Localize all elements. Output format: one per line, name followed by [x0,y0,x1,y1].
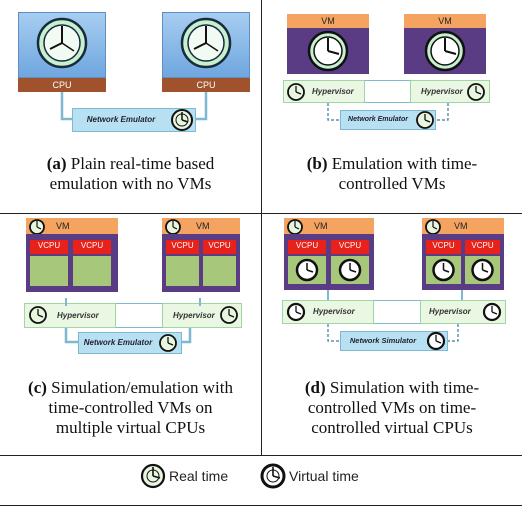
panel-d-caption-line1: Simulation with time- [329,378,480,397]
panel-d-vcpu-4: VCPU [465,240,500,254]
panel-c-vcpu-4: VCPU [203,240,236,254]
panel-c-vcpu-1: VCPU [30,240,68,254]
panel-c-vm-right: VM [162,218,240,234]
real-time-clock-icon [171,109,193,131]
panel-d-vcpu-1: VCPU [288,240,326,254]
panel-c-caption-line3: multiple virtual CPUs [55,418,206,437]
panel-d-vcpu-4-body [465,256,500,284]
virtual-time-clock-icon [482,302,502,322]
panel-a-caption-line2: emulation with no VMs [49,174,212,193]
panel-c-connectors [64,298,201,344]
virtual-time-clock-icon [432,258,455,282]
panel-b-letter: (b) [306,154,328,173]
panel-c-vcpu-1-body [30,256,68,286]
panel-b-hypervisor-left: Hypervisor [283,80,365,103]
panel-a-caption-line1: Plain real-time based [70,154,215,173]
panel-a-caption: (a) Plain real-time based emulation with… [0,154,261,194]
vertical-divider [261,0,262,455]
virtual-time-clock-icon [424,30,466,72]
panel-d-caption: (d) Simulation with time- controlled VMs… [262,378,522,438]
panel-c-vcpu-2: VCPU [73,240,111,254]
panel-d-connectors [327,290,463,342]
real-time-clock-icon [165,219,181,235]
panel-b-network-emulator: Network Emulator [340,110,436,130]
virtual-time-clock-icon [286,302,306,322]
panel-b-vm-right: VM [404,14,486,28]
panel-d-vcpu-3: VCPU [426,240,461,254]
legend-top-rule [0,455,522,456]
panel-b-vm-left: VM [287,14,369,28]
panel-d-caption-line2: controlled VMs on time- [307,398,477,417]
panel-a-letter: (a) [46,154,67,173]
panel-d-caption-line3: controlled virtual CPUs [311,418,473,437]
panel-a-connectors [60,92,208,121]
panel-b-caption: (b) Emulation with time- controlled VMs [262,154,522,194]
virtual-time-clock-icon [307,30,349,72]
real-time-clock-icon [180,17,232,69]
panel-c-vcpu-4-body [203,256,236,286]
real-time-clock-icon [287,83,305,101]
panel-b-vm-right-body [404,28,486,74]
legend-real-time-label: Real time [169,468,229,484]
virtual-time-clock-icon [471,258,494,282]
panel-c-caption-line1: Simulation/emulation with [51,378,233,397]
panel-d-vm-left: VM [284,218,374,234]
virtual-time-clock-icon [295,258,319,282]
panel-c-vcpu-3-body [166,256,199,286]
panel-c-letter: (c) [28,378,47,397]
panel-b-caption-line1: Emulation with time- [331,154,478,173]
panel-d-vm-right: VM [422,218,504,234]
virtual-time-clock-icon [338,258,362,282]
real-time-clock-icon [29,219,45,235]
panel-a-cpu-right: CPU [162,78,250,92]
real-time-clock-icon [36,17,88,69]
panel-c-network-emulator: Network Emulator [78,332,182,354]
panel-c-caption: (c) Simulation/emulation with time-contr… [0,378,261,438]
virtual-time-clock-icon [260,463,286,489]
panel-a-cpu-left: CPU [18,78,106,92]
real-time-clock-icon [29,306,47,324]
panel-d-vcpu-1-body [288,256,326,284]
panel-b-caption-line2: controlled VMs [338,174,446,193]
panel-c-caption-line2: time-controlled VMs on [48,398,213,417]
panel-d-vcpu-2: VCPU [331,240,369,254]
real-time-clock-icon [467,83,485,101]
panel-b-connectors [327,103,449,121]
panel-c-vcpu-2-body [73,256,111,286]
panel-b-vm-left-body [287,28,369,74]
panel-d-letter: (d) [304,378,326,397]
panel-c-vcpu-3: VCPU [166,240,199,254]
real-time-clock-icon [287,219,303,235]
real-time-clock-icon [220,306,238,324]
panel-d-network-simulator: Network Simulator [340,331,448,351]
legend-bottom-rule [0,505,522,506]
real-time-clock-icon [416,111,434,129]
real-time-clock-icon [159,334,177,352]
real-time-clock-icon [140,463,166,489]
horizontal-divider [0,213,522,214]
panel-a-machine-left [18,12,106,78]
panel-d-vcpu-3-body [426,256,461,284]
legend-virtual-time-label: Virtual time [289,468,359,484]
panel-a-machine-right [162,12,250,78]
panel-c-vm-left: VM [26,218,118,234]
panel-d-vcpu-2-body [331,256,369,284]
virtual-time-clock-icon [426,331,446,351]
